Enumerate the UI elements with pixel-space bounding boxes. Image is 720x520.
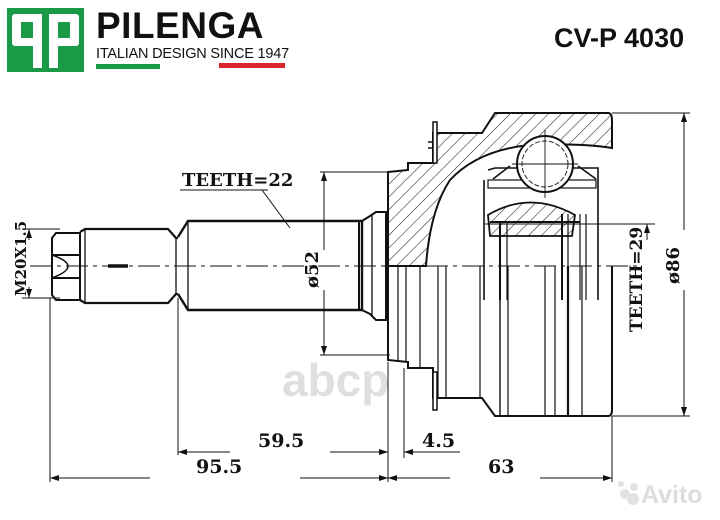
thread-spec-label: M20X1.5: [12, 221, 30, 296]
svg-text:Avito: Avito: [641, 481, 703, 509]
thread-tip: [51, 232, 128, 301]
diameter-52-label: ø52: [302, 251, 323, 288]
dim-4-5-label: 4.5: [422, 430, 455, 452]
housing-outline: [387, 266, 613, 417]
splined-shaft: [176, 211, 387, 321]
dim-95-5-label: 95.5: [196, 456, 242, 478]
teeth-29-label: TEETH=29: [627, 227, 647, 332]
diameter-86-label: ø86: [663, 247, 684, 284]
brand-tagline: ITALIAN DESIGN SINCE 1947: [96, 46, 289, 62]
dimension-lines: [22, 112, 690, 482]
avito-logo-icon: [620, 489, 630, 499]
flag-stripe-green: [96, 64, 160, 69]
qp-logo-icon: [12, 14, 79, 68]
housing-section: [387, 112, 613, 300]
avito-watermark: Avito: [618, 481, 703, 509]
teeth-22-label: TEETH=22: [182, 170, 293, 191]
abcp-watermark: abcp: [282, 354, 389, 406]
pilenga-logo-mark: [7, 8, 84, 72]
part-number: CV-P 4030: [554, 23, 685, 53]
dim-59-5-label: 59.5: [258, 430, 304, 452]
thread-body: [79, 227, 178, 305]
dim-63-label: 63: [488, 456, 514, 478]
flag-stripe-red: [219, 63, 285, 68]
brand-name: PILENGA: [96, 5, 264, 46]
